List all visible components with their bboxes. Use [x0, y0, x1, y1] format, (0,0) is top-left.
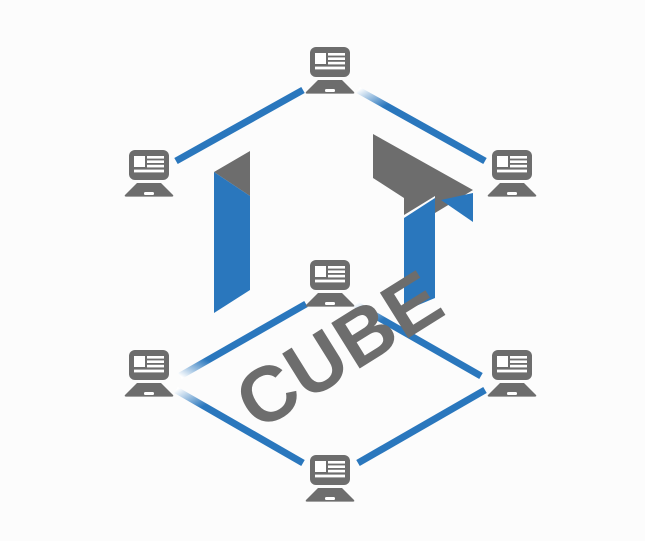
letter-i-top-face	[214, 151, 250, 196]
letter-i-3d	[214, 151, 250, 313]
network-edges	[146, 86, 515, 467]
edge-center-lower-right	[353, 300, 483, 380]
letter-t-accent-face	[441, 193, 473, 222]
letter-i-front-face	[214, 172, 250, 313]
edge-lower-left-bottom	[174, 386, 305, 467]
node-top[interactable]	[305, 47, 355, 94]
node-center[interactable]	[305, 260, 355, 307]
node-lower-right[interactable]	[487, 350, 537, 397]
letter-t-top-face	[373, 134, 473, 215]
edge-lower-right-bottom	[356, 386, 487, 467]
edge-center-lower-left	[178, 300, 308, 380]
letter-t-front-face	[404, 198, 435, 311]
edge-top-upper-left	[174, 86, 305, 165]
node-upper-right[interactable]	[487, 150, 537, 197]
letter-t-3d	[373, 134, 473, 311]
node-bottom[interactable]	[305, 455, 355, 502]
node-lower-left[interactable]	[124, 350, 174, 397]
node-upper-left[interactable]	[124, 150, 174, 197]
edge-top-upper-right	[356, 86, 487, 165]
